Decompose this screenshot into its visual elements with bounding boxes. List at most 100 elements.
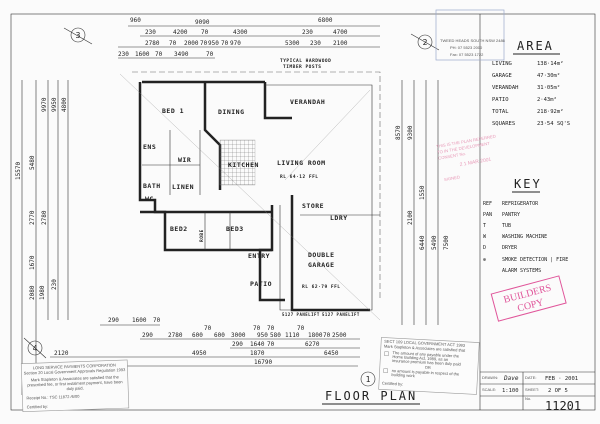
label-text: Fax: 07 5523 1722 <box>450 52 484 57</box>
label-text: 4700 <box>333 29 348 36</box>
label-text: 5490 <box>431 235 438 250</box>
drawing-number: 11201 <box>545 399 581 413</box>
label-text: 70 <box>204 325 212 332</box>
label-text: REF <box>483 201 492 207</box>
label-text: 2 <box>423 38 428 47</box>
room-bed3: BED3 <box>226 225 244 233</box>
builders-copy-stamp: BUILDERS COPY <box>490 275 567 322</box>
grid-marker-3: 3 <box>63 27 93 45</box>
posts-note: TYPICAL HARDWOOD <box>280 58 331 64</box>
label-text: 9300 <box>407 125 414 140</box>
label-text: 1980 <box>39 285 46 300</box>
label-text: 9950 <box>51 97 58 112</box>
living-rl: RL 64·12 FFL <box>280 174 319 180</box>
label-text: 2500 <box>332 332 347 339</box>
label-text: 3000 <box>231 332 246 339</box>
room-living: LIVING ROOM <box>277 159 326 167</box>
label-text: Certified by: <box>382 381 404 387</box>
label-text: No. <box>525 396 531 401</box>
label-text: 70 <box>200 40 208 47</box>
label-text: 1 <box>366 375 371 384</box>
label-text: 70 <box>221 40 229 47</box>
label-text: prescribed fee, or first instalment paym… <box>27 379 123 387</box>
label-text: 16790 <box>254 359 272 366</box>
room-patio: PATIO <box>250 280 272 288</box>
label-text: SECT 109 LOCAL GOVERNMENT ACT 1993 <box>384 339 466 348</box>
panelift-note: 5127 PANELIFT <box>282 312 320 317</box>
label-text: 7500 <box>443 235 450 250</box>
label-text: ALARM SYSTEMS <box>502 268 541 274</box>
label-text: 31·05m² <box>537 84 560 91</box>
label-text: 2100 <box>333 40 348 47</box>
label-text: 218·92m² <box>537 108 564 115</box>
label-text: 5127 PANELIFT <box>322 312 360 317</box>
label-text: 8570 <box>395 125 402 140</box>
label-text: 70 <box>169 40 177 47</box>
label-text: W <box>483 234 487 240</box>
room-bed1: BED 1 <box>162 107 184 115</box>
label-text: 5480 <box>29 155 36 170</box>
label-text: 290 <box>142 332 153 339</box>
label-text: 1640 <box>250 341 265 348</box>
room-bed2: BED2 <box>170 225 188 233</box>
label-text: KEY <box>514 177 542 191</box>
label-text: SIGNED <box>444 174 461 182</box>
room-linen: LINEN <box>172 183 194 191</box>
label-text: 1600 <box>135 51 150 58</box>
grid-marker-4: 4 <box>23 337 47 359</box>
label-text: 290 <box>232 341 243 348</box>
label-text: T <box>483 223 486 229</box>
room-kitchen: KITCHEN <box>228 161 259 169</box>
label-text: 70 <box>253 325 261 332</box>
label-text: insurance premium has been duly paid <box>392 358 461 367</box>
label-text: DRAWN: <box>482 375 498 380</box>
plan-title: FLOOR PLAN <box>325 389 417 403</box>
label-text: REFRIGERATOR <box>502 201 539 207</box>
label-text: 950 <box>208 40 219 47</box>
label-text: 70 <box>267 341 275 348</box>
label-text: TWEED HEADS SOUTH NSW 2486 <box>440 38 506 43</box>
label-text: 230 <box>118 51 129 58</box>
label-text: 15570 <box>15 162 22 180</box>
label-text: 6800 <box>318 17 333 24</box>
label-text: Section 20 Local Government Approvals Re… <box>24 367 127 376</box>
label-text: 2120 <box>54 350 69 357</box>
label-text: 290 <box>108 317 119 324</box>
label-text: 6270 <box>305 341 320 348</box>
label-text: 70 <box>153 317 161 324</box>
label-text: TIMBER POSTS <box>283 64 322 70</box>
label-text: 4950 <box>192 350 207 357</box>
label-text: 138·14m² <box>537 60 564 67</box>
label-text: 2000 <box>184 40 199 47</box>
label-text: 230 <box>145 29 156 36</box>
label-text: 9090 <box>195 19 210 26</box>
long-service-stamp: LONG SERVICE PAYMENTS CORPORATION Sectio… <box>20 359 130 412</box>
label-text: 970 <box>230 40 241 47</box>
label-text: 4800 <box>61 97 68 112</box>
room-bath: BATH <box>143 182 161 190</box>
label-text: duly paid. <box>66 386 83 392</box>
label-text: 2780 <box>145 40 160 47</box>
label-text: Dave <box>503 375 519 382</box>
room-labels: BED 1 DINING VERANDAH ENS WIR KITCHEN LI… <box>143 58 360 317</box>
room-robe: ROBE <box>199 229 205 242</box>
label-text: 70 <box>297 325 305 332</box>
label-text: ⊕ <box>483 257 486 263</box>
council-stamp: TWEED HEADS SOUTH NSW 2486 PH: 07 5523 2… <box>435 9 506 61</box>
label-text: GARAGE <box>492 73 512 79</box>
right-dimensions: 8570 9300 6440 5490 7500 2100 1550 <box>395 125 450 250</box>
label-text: 70 <box>206 51 214 58</box>
dimension-lines <box>21 25 439 395</box>
label-text: 1110 <box>285 332 300 339</box>
label-text: PATIO <box>492 97 509 103</box>
label-text: 3490 <box>174 51 189 58</box>
label-text: 950 <box>257 332 268 339</box>
label-text: 2·43m² <box>537 96 557 103</box>
label-text: 3 <box>76 31 81 40</box>
label-text: 70 <box>155 51 163 58</box>
label-text: D <box>483 245 486 251</box>
approval-stamp: THIS IS THE PLAN REFERRED TO IN THE DEVE… <box>436 134 496 183</box>
